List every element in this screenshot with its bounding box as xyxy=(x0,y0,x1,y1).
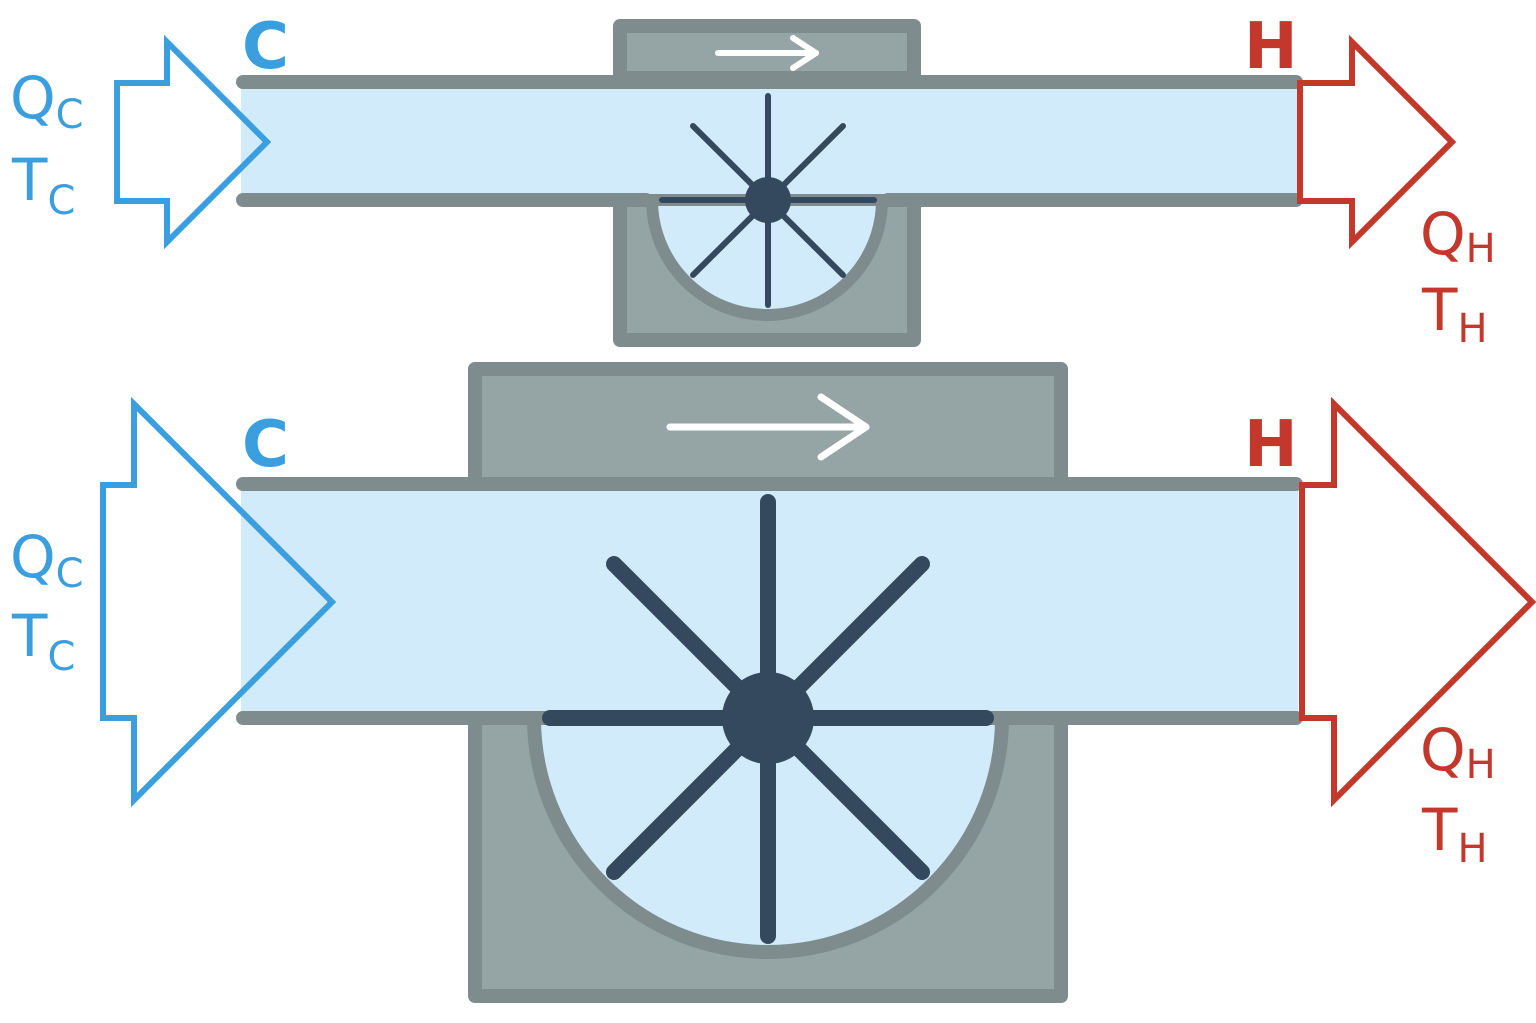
unit-large: C H QC TC QH TH xyxy=(10,362,1536,1003)
outlet-temp-label-large: TH xyxy=(1421,796,1488,872)
outlet-temp-label-small: TH xyxy=(1421,276,1488,352)
belt-arrow-small xyxy=(715,35,819,71)
outlet-flow-label-large: QH xyxy=(1420,716,1496,788)
outlet-arrow-large xyxy=(1299,396,1536,808)
inlet-arrow-large xyxy=(100,396,337,808)
rotor-hub-small xyxy=(745,177,791,223)
inlet-temp-label-large: TC xyxy=(11,602,75,680)
unit-small: C H QC TC QH TH xyxy=(10,10,1496,352)
outlet-flow-label-small: QH xyxy=(1420,200,1496,272)
inlet-flow-label-large: QC xyxy=(10,523,84,597)
inlet-flow-label-small: QC xyxy=(10,64,84,138)
inlet-arrow-small xyxy=(114,34,272,250)
cold-end-label-large: C xyxy=(242,408,289,482)
outlet-arrow-small xyxy=(1297,34,1457,250)
inlet-temp-label-small: TC xyxy=(11,146,75,224)
rotor-hub-large xyxy=(722,672,814,764)
cold-end-label-small: C xyxy=(242,10,289,84)
belt-arrow-large xyxy=(666,393,870,461)
hot-end-label-large: H xyxy=(1244,408,1298,482)
hot-end-label-small: H xyxy=(1244,10,1298,84)
